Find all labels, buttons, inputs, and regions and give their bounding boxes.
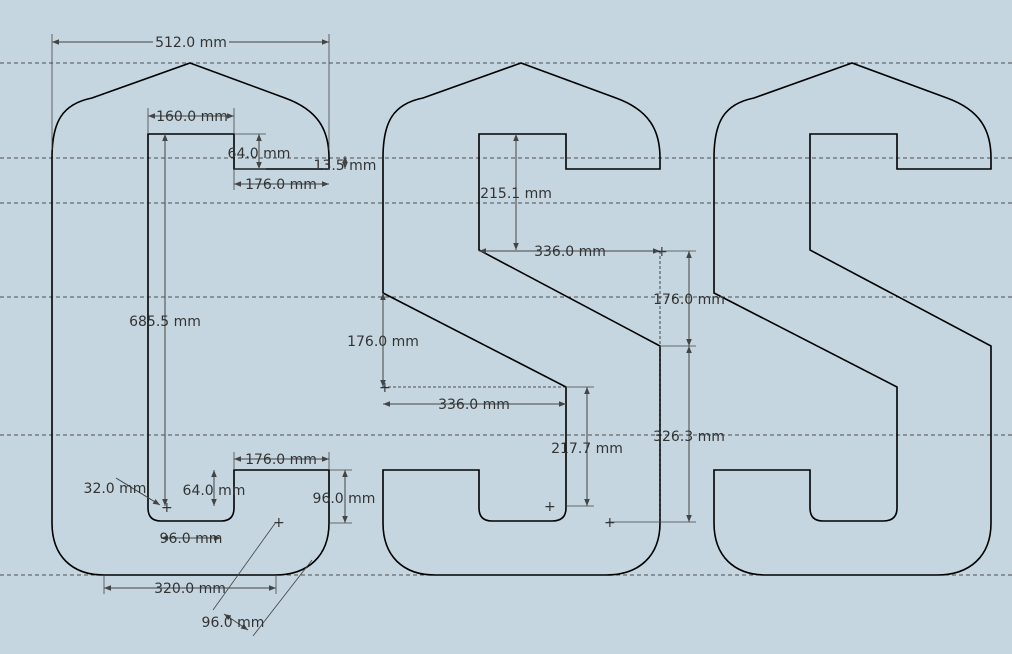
dim-label-bottom-arm-width[interactable]: 176.0 mm [245,452,317,468]
dim-label-bottom-notch-depth[interactable]: 64.0 mm [183,483,246,499]
svg-text:+: + [379,380,391,396]
dim-label-inner-radius[interactable]: 32.0 mm [84,481,147,497]
dim-line-inner-radius [115,477,161,506]
svg-text:+: + [656,244,668,260]
dim-label-s-right-height[interactable]: 326.3 mm [653,429,725,445]
dim-label-inner-width[interactable]: 160.0 mm [156,109,228,125]
dim-label-notch-depth[interactable]: 64.0 mm [228,146,291,162]
dim-label-overall-width[interactable]: 512.0 mm [155,35,227,51]
dim-label-s-left-rise[interactable]: 176.0 mm [347,334,419,350]
glyph-c-outline[interactable] [51,62,330,576]
dim-label-inner-height[interactable]: 685.5 mm [129,314,201,330]
glyph-s-right-outline[interactable] [713,62,992,576]
dim-label-s-lower-drop[interactable]: 217.7 mm [551,441,623,457]
dim-label-inner-bottom-width[interactable]: 96.0 mm [160,531,223,547]
dim-label-bottom-arm-depth[interactable]: 96.0 mm [313,491,376,507]
dimension-annotations: 512.0 mm 160.0 mm 64.0 mm 176.0 mm 13.5 … [51,33,725,637]
svg-text:+: + [544,499,556,515]
glyph-s-middle-outline[interactable] [382,62,661,576]
dim-label-s-upper-drop[interactable]: 215.1 mm [480,186,552,202]
dim-label-s-upper-span[interactable]: 336.0 mm [534,244,606,260]
dim-label-top-arm-width[interactable]: 176.0 mm [245,177,317,193]
dim-label-s-lower-span[interactable]: 336.0 mm [438,397,510,413]
svg-text:+: + [273,515,285,531]
dim-line-outer-radius [223,613,249,631]
dim-label-s-right-rise[interactable]: 176.0 mm [653,292,725,308]
dim-label-bottom-flat-width[interactable]: 320.0 mm [154,581,226,597]
svg-text:+: + [161,500,173,516]
dim-label-shoulder-drop[interactable]: 13.5 mm [314,158,377,174]
dim-label-outer-radius[interactable]: 96.0 mm [202,615,265,631]
svg-text:+: + [604,515,616,531]
